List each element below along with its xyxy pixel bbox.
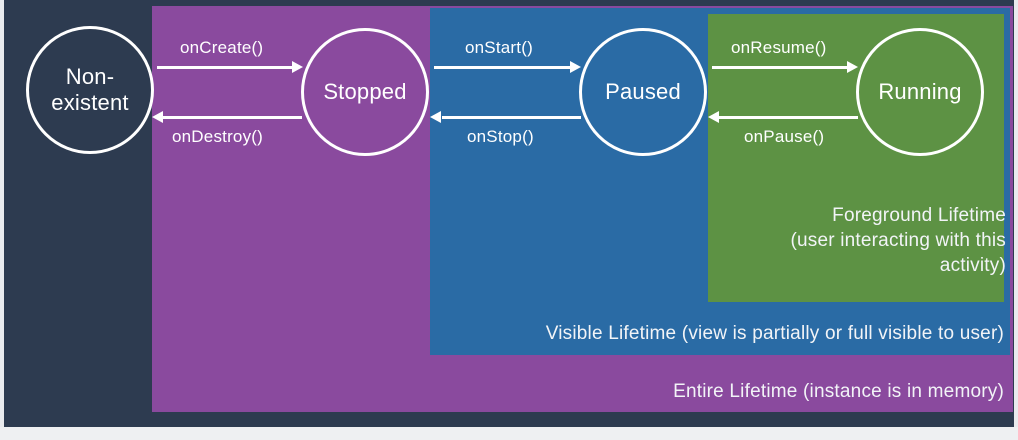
arrowhead-onstop-icon xyxy=(430,111,441,123)
state-node-stopped-label: Stopped xyxy=(323,79,407,104)
state-node-running: Running xyxy=(856,28,984,156)
left-edge-strip xyxy=(0,0,4,440)
edge-label-onpause: onPause() xyxy=(744,127,825,146)
edge-oncreate xyxy=(157,66,296,69)
arrowhead-onresume-icon xyxy=(847,61,858,73)
state-node-nonexistent: Non- existent xyxy=(26,26,154,154)
state-node-paused-label: Paused xyxy=(605,79,681,104)
edge-onstart xyxy=(434,66,574,69)
arrowhead-oncreate-icon xyxy=(292,61,303,73)
edge-ondestroy xyxy=(163,116,302,119)
edge-label-ondestroy: onDestroy() xyxy=(172,127,264,146)
band-foreground-lifetime-label: Foreground Lifetime (user interacting wi… xyxy=(790,205,1006,276)
edge-onpause xyxy=(719,116,858,119)
arrowhead-onpause-icon xyxy=(708,111,719,123)
state-node-nonexistent-label: Non- existent xyxy=(51,64,129,115)
edge-label-onstop: onStop() xyxy=(467,127,534,146)
band-entire-lifetime-label: Entire Lifetime (instance is in memory) xyxy=(673,381,1004,402)
right-edge-strip xyxy=(1014,0,1018,440)
bottom-edge-strip xyxy=(0,427,1018,440)
edge-label-oncreate: onCreate() xyxy=(180,38,264,57)
state-node-paused: Paused xyxy=(579,28,707,156)
arrowhead-ondestroy-icon xyxy=(152,111,163,123)
edge-label-onresume: onResume() xyxy=(731,38,827,57)
edge-onresume xyxy=(712,66,851,69)
band-visible-lifetime-label: Visible Lifetime (view is partially or f… xyxy=(545,323,1004,344)
arrowhead-onstart-icon xyxy=(570,61,581,73)
edge-label-onstart: onStart() xyxy=(465,38,533,57)
state-node-running-label: Running xyxy=(878,79,962,104)
edge-onstop xyxy=(442,116,581,119)
state-node-stopped: Stopped xyxy=(301,28,429,156)
